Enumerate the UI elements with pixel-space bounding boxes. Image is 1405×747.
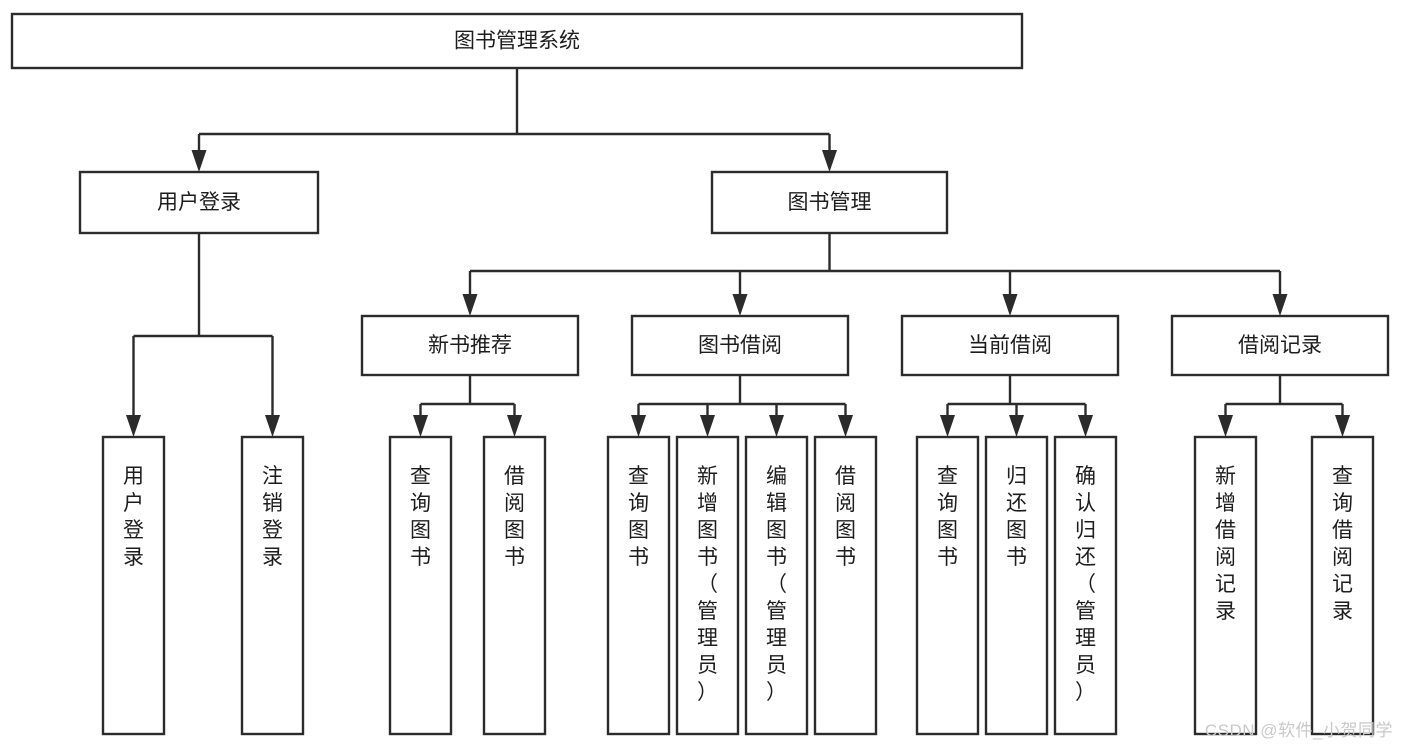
node-leaf-query-record[interactable]: 查询借阅记录 <box>1310 435 1375 736</box>
node-box-leaf-logout <box>240 435 305 736</box>
node-label-new-book-rec: 新书推荐 <box>428 334 512 357</box>
node-box-leaf-add-book <box>675 435 740 736</box>
node-label-leaf-logout: 注销登录 <box>262 465 283 569</box>
node-root[interactable]: 图书管理系统 <box>10 12 1024 70</box>
node-label-leaf-borrow-book-2: 借阅图书 <box>835 465 856 569</box>
node-label-leaf-add-record: 新增借阅记录 <box>1215 465 1236 623</box>
node-new-book-rec[interactable]: 新书推荐 <box>360 314 580 377</box>
node-current-borrow[interactable]: 当前借阅 <box>900 314 1120 377</box>
node-box-book-manage <box>710 170 949 235</box>
node-label-leaf-borrow-book-1: 借阅图书 <box>504 465 525 569</box>
csdn-watermark: CSDN @软件_小贺同学 <box>1204 721 1393 740</box>
node-label-root: 图书管理系统 <box>454 30 580 53</box>
node-label-book-manage: 图书管理 <box>788 191 872 214</box>
node-label-current-borrow: 当前借阅 <box>968 334 1052 357</box>
node-book-borrow[interactable]: 图书借阅 <box>630 314 850 377</box>
node-box-leaf-query-book-1 <box>388 435 453 736</box>
node-leaf-borrow-book-2[interactable]: 借阅图书 <box>813 435 878 736</box>
node-box-borrow-record <box>1170 314 1390 377</box>
node-leaf-add-book[interactable]: 新增图书（管理员） <box>675 435 740 736</box>
node-leaf-add-record[interactable]: 新增借阅记录 <box>1193 435 1258 736</box>
node-box-leaf-query-book-3 <box>915 435 980 736</box>
node-leaf-user-login[interactable]: 用户登录 <box>101 435 166 736</box>
node-label-leaf-query-book-3: 查询图书 <box>937 465 958 569</box>
node-layer: 图书管理系统用户登录图书管理新书推荐图书借阅当前借阅借阅记录用户登录注销登录查询… <box>10 12 1390 736</box>
node-box-leaf-confirm-return <box>1053 435 1118 736</box>
node-label-leaf-user-login: 用户登录 <box>123 465 144 569</box>
node-box-leaf-query-book-2 <box>606 435 671 736</box>
node-box-leaf-query-record <box>1310 435 1375 736</box>
node-box-user-login <box>78 170 320 235</box>
node-label-leaf-query-book-1: 查询图书 <box>410 465 431 569</box>
node-leaf-confirm-return[interactable]: 确认归还（管理员） <box>1053 435 1118 736</box>
node-box-book-borrow <box>630 314 850 377</box>
connector-layer <box>126 68 1350 437</box>
node-leaf-query-book-3[interactable]: 查询图书 <box>915 435 980 736</box>
node-borrow-record[interactable]: 借阅记录 <box>1170 314 1390 377</box>
node-box-leaf-edit-book <box>744 435 809 736</box>
node-leaf-logout[interactable]: 注销登录 <box>240 435 305 736</box>
node-label-book-borrow: 图书借阅 <box>698 334 782 357</box>
node-label-leaf-return-book: 归还图书 <box>1006 465 1027 569</box>
node-leaf-return-book[interactable]: 归还图书 <box>984 435 1049 736</box>
node-leaf-query-book-1[interactable]: 查询图书 <box>388 435 453 736</box>
node-box-leaf-borrow-book-2 <box>813 435 878 736</box>
node-box-current-borrow <box>900 314 1120 377</box>
node-box-leaf-user-login <box>101 435 166 736</box>
node-leaf-query-book-2[interactable]: 查询图书 <box>606 435 671 736</box>
node-label-leaf-query-book-2: 查询图书 <box>628 465 649 569</box>
node-label-leaf-confirm-return: 确认归还（管理员） <box>1075 465 1096 704</box>
node-box-leaf-borrow-book-1 <box>482 435 547 736</box>
node-leaf-borrow-book-1[interactable]: 借阅图书 <box>482 435 547 736</box>
node-box-root <box>10 12 1024 70</box>
node-label-leaf-query-record: 查询借阅记录 <box>1332 465 1353 623</box>
node-leaf-edit-book[interactable]: 编辑图书（管理员） <box>744 435 809 736</box>
node-user-login[interactable]: 用户登录 <box>78 170 320 235</box>
node-box-leaf-return-book <box>984 435 1049 736</box>
node-box-new-book-rec <box>360 314 580 377</box>
node-label-user-login: 用户登录 <box>157 191 241 214</box>
node-label-borrow-record: 借阅记录 <box>1238 334 1322 357</box>
node-label-leaf-add-book: 新增图书（管理员） <box>697 465 718 704</box>
node-box-leaf-add-record <box>1193 435 1258 736</box>
node-label-leaf-edit-book: 编辑图书（管理员） <box>766 465 787 704</box>
node-book-manage[interactable]: 图书管理 <box>710 170 949 235</box>
